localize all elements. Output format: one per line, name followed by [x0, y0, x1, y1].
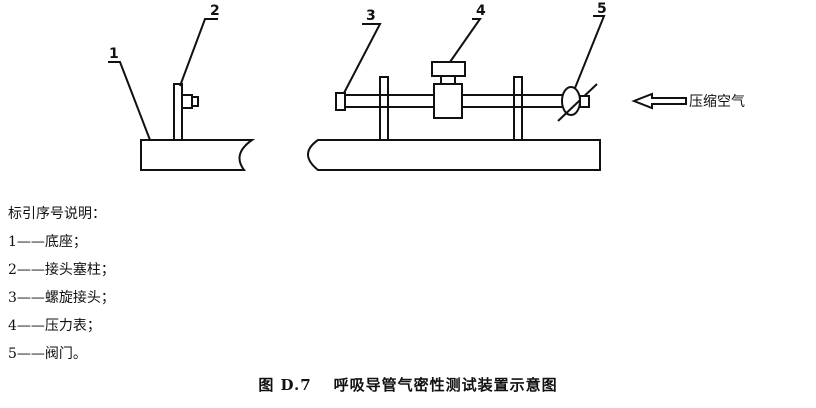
support-left — [379, 76, 389, 141]
callout-3: 3 — [366, 8, 376, 24]
legend-item: 1——底座； — [8, 228, 115, 256]
figure-number: 图 D.7 — [258, 376, 312, 394]
callout-5: 5 — [597, 1, 607, 17]
legend-dash: —— — [16, 262, 45, 278]
left-base — [140, 139, 256, 171]
legend-dash: —— — [16, 234, 45, 250]
legend-num: 4 — [8, 318, 17, 334]
gauge-body — [433, 83, 463, 119]
legend-item: 5——阀门。 — [8, 340, 115, 368]
support-right — [513, 76, 523, 141]
legend-num: 1 — [8, 234, 17, 250]
legend-dash: —— — [16, 290, 45, 306]
legend-text: 接头塞柱； — [44, 262, 115, 278]
gauge-head — [431, 61, 466, 77]
callout-2: 2 — [210, 3, 220, 19]
legend: 标引序号说明： 1——底座； 2——接头塞柱； 3——螺旋接头； 4——压力表；… — [8, 200, 115, 368]
legend-text: 螺旋接头； — [44, 290, 115, 306]
plug-post-tip — [191, 96, 199, 107]
plug-post — [173, 83, 183, 141]
legend-num: 5 — [8, 346, 17, 362]
callout-1: 1 — [109, 46, 119, 62]
legend-item: 4——压力表； — [8, 312, 115, 340]
legend-text: 阀门。 — [44, 346, 87, 362]
legend-text: 压力表； — [44, 318, 101, 334]
figure-title: 呼吸导管气密性测试装置示意图 — [333, 376, 558, 394]
air-arrow — [631, 92, 687, 110]
legend-item: 2——接头塞柱； — [8, 256, 115, 284]
figure-caption: 图 D.7 呼吸导管气密性测试装置示意图 — [0, 374, 816, 395]
screw-joint — [335, 92, 346, 111]
callout-4: 4 — [476, 3, 486, 19]
legend-dash: —— — [16, 318, 45, 334]
legend-text: 底座； — [44, 234, 87, 250]
legend-title: 标引序号说明： — [8, 206, 106, 222]
legend-item: 3——螺旋接头； — [8, 284, 115, 312]
valve-body — [561, 86, 581, 116]
legend-num: 3 — [8, 290, 17, 306]
right-base — [307, 139, 601, 171]
plug-post-connector — [181, 94, 193, 109]
legend-dash: —— — [16, 346, 45, 362]
gauge-stem — [440, 75, 456, 85]
legend-num: 2 — [8, 262, 17, 278]
valve-outlet — [579, 95, 590, 108]
air-label: 压缩空气 — [689, 94, 745, 110]
test-apparatus-diagram: 1 2 3 4 5 压缩空气 — [108, 1, 745, 171]
